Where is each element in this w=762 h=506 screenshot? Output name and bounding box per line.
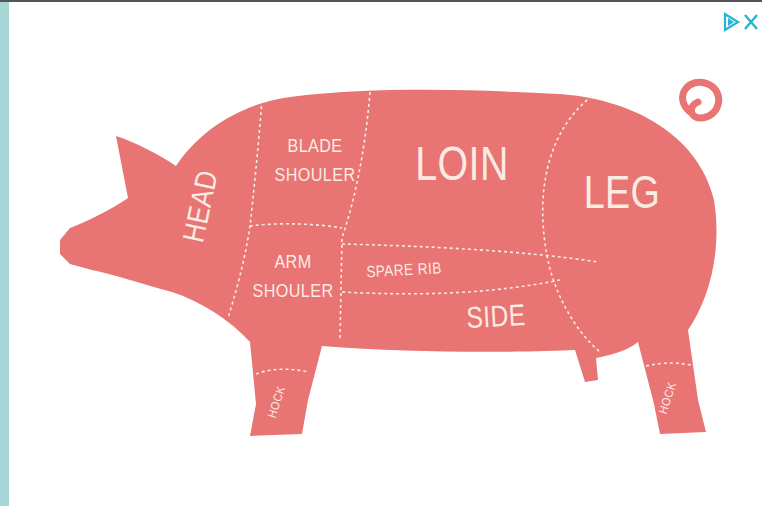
leg-label: LEG <box>584 167 661 218</box>
blade-shoulder-label: BLADE SHOULER <box>273 132 358 189</box>
play-icon-inner <box>728 18 734 26</box>
rib-line <box>342 280 560 294</box>
shoulder-split-line <box>250 224 342 228</box>
loin-label: LOIN <box>415 138 509 191</box>
top-border <box>0 0 762 2</box>
front-hock-line <box>256 369 308 374</box>
side-label: SIDE <box>466 298 527 334</box>
leg-line <box>543 96 600 352</box>
arm-shoulder-label: ARM SHOULER <box>251 248 336 305</box>
pig-silhouette <box>60 90 716 436</box>
ad-icons <box>725 14 757 30</box>
rear-hock-line <box>646 363 694 366</box>
shoulder-line <box>340 92 370 340</box>
play-icon <box>725 14 738 30</box>
pig-tail <box>683 82 719 118</box>
side-bar <box>0 2 9 506</box>
close-icon <box>745 15 757 29</box>
loin-line <box>342 244 598 262</box>
cut-lines <box>228 92 694 374</box>
